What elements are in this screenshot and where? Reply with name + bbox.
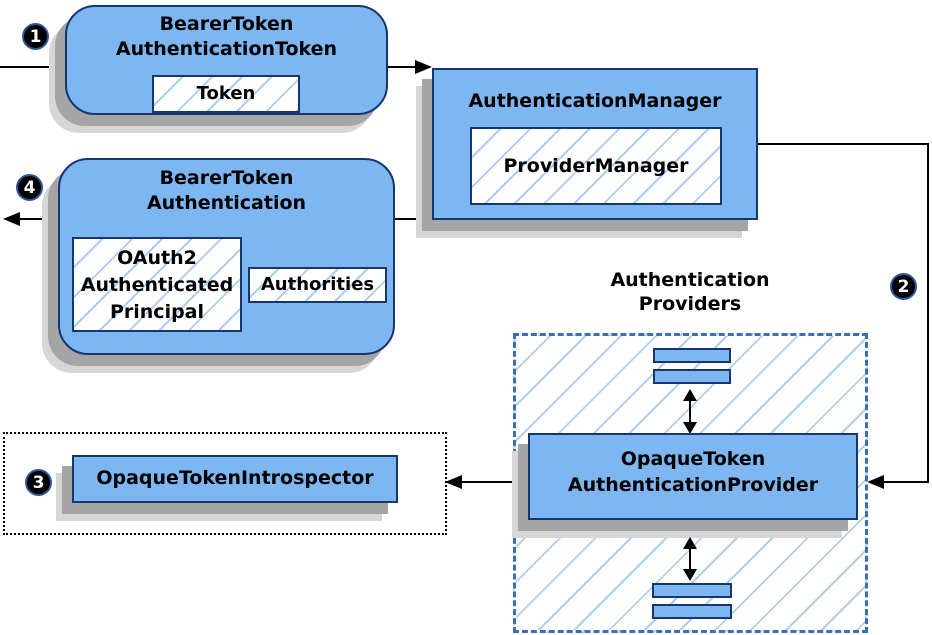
connector-provider-to-introspector-line [461, 481, 513, 483]
arrowhead-authentication-result-out [3, 212, 20, 226]
double-arrow-bottom-up-head [683, 537, 697, 549]
title-line: BearerToken [159, 13, 294, 35]
label-line: Providers [638, 293, 742, 315]
connector-incoming-request-line [0, 66, 65, 68]
connector-manager-to-provider-top [758, 143, 929, 145]
provider-placeholder-bar [652, 583, 732, 598]
node-opaque-token-authentication-provider-title: OpaqueToken AuthenticationProvider [528, 446, 858, 498]
step-badge-2-label: 2 [897, 276, 910, 297]
inner-box-authorities: Authorities [248, 267, 387, 303]
authorities-label: Authorities [260, 274, 375, 295]
node-bearer-token-authentication-token-title: BearerToken AuthenticationToken [65, 12, 388, 62]
double-arrow-bottom-line [689, 548, 691, 571]
title-line: Authentication [146, 192, 307, 214]
introspector-label: OpaqueTokenIntrospector [96, 467, 374, 489]
authentication-providers-label: Authentication Providers [555, 268, 825, 316]
connector-manager-to-authentication-line [393, 218, 433, 220]
double-arrow-top-up-head [683, 389, 697, 401]
step-badge-1: 1 [22, 23, 49, 50]
connector-authentication-out-line [20, 218, 58, 220]
double-arrow-top-line [689, 400, 691, 424]
principal-line: Principal [109, 301, 205, 323]
arrowhead-into-introspector [445, 475, 462, 489]
inner-box-oauth2-authenticated-principal: OAuth2 Authenticated Principal [72, 237, 242, 332]
step-badge-3: 3 [25, 469, 52, 496]
connector-token-to-manager-line [388, 66, 417, 68]
step-badge-2: 2 [890, 273, 917, 300]
node-opaque-token-introspector: OpaqueTokenIntrospector [72, 455, 398, 503]
arrowhead-into-authentication-manager [415, 60, 432, 74]
title-line: AuthenticationManager [468, 90, 722, 112]
double-arrow-top-down-head [683, 422, 697, 434]
principal-line: Authenticated [80, 274, 234, 296]
step-badge-3-label: 3 [32, 472, 45, 493]
introspector-region [3, 432, 447, 535]
inner-box-provider-manager: ProviderManager [470, 127, 722, 205]
token-label: Token [196, 83, 256, 104]
connector-manager-to-provider-vertical [927, 143, 929, 483]
provider-placeholder-bar [653, 348, 731, 363]
node-opaque-token-authentication-provider [528, 433, 858, 520]
provider-placeholder-bar [652, 604, 732, 619]
connector-manager-to-provider-bottom [884, 481, 929, 483]
double-arrow-bottom-down-head [683, 569, 697, 581]
arrowhead-into-opaque-provider [867, 475, 884, 489]
title-line: OpaqueToken [620, 448, 766, 470]
provider-manager-label: ProviderManager [503, 155, 689, 177]
node-bearer-token-authentication-title: BearerToken Authentication [58, 166, 395, 216]
node-authentication-manager-title: AuthenticationManager [432, 89, 758, 114]
step-badge-1-label: 1 [29, 26, 42, 47]
title-line: AuthenticationToken [115, 38, 338, 60]
step-badge-4: 4 [16, 174, 43, 201]
provider-placeholder-bar [653, 369, 731, 384]
inner-box-token: Token [152, 75, 300, 113]
title-line: AuthenticationProvider [567, 474, 819, 496]
label-line: Authentication [610, 269, 770, 291]
step-badge-4-label: 4 [23, 177, 36, 198]
title-line: BearerToken [159, 167, 294, 189]
principal-line: OAuth2 [117, 247, 197, 269]
